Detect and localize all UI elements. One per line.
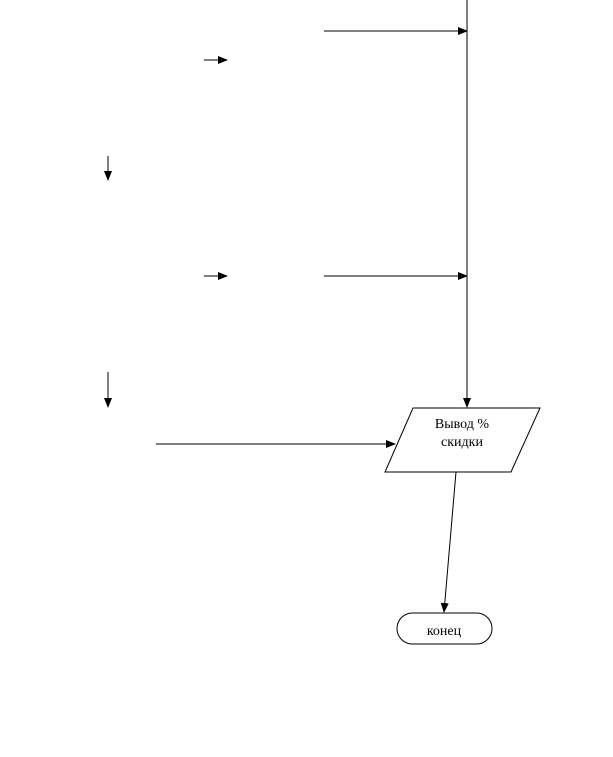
output-parallelogram — [384, 407, 541, 473]
output-to-end-connector — [440, 471, 457, 613]
end-label: конец — [427, 624, 462, 639]
end-terminator — [396, 612, 493, 645]
output-label-line1: Вывод % — [435, 417, 489, 432]
output-block: Вывод % скидки — [384, 407, 541, 473]
end-block: конец — [396, 612, 493, 645]
output-label-line2: скидки — [441, 435, 483, 450]
